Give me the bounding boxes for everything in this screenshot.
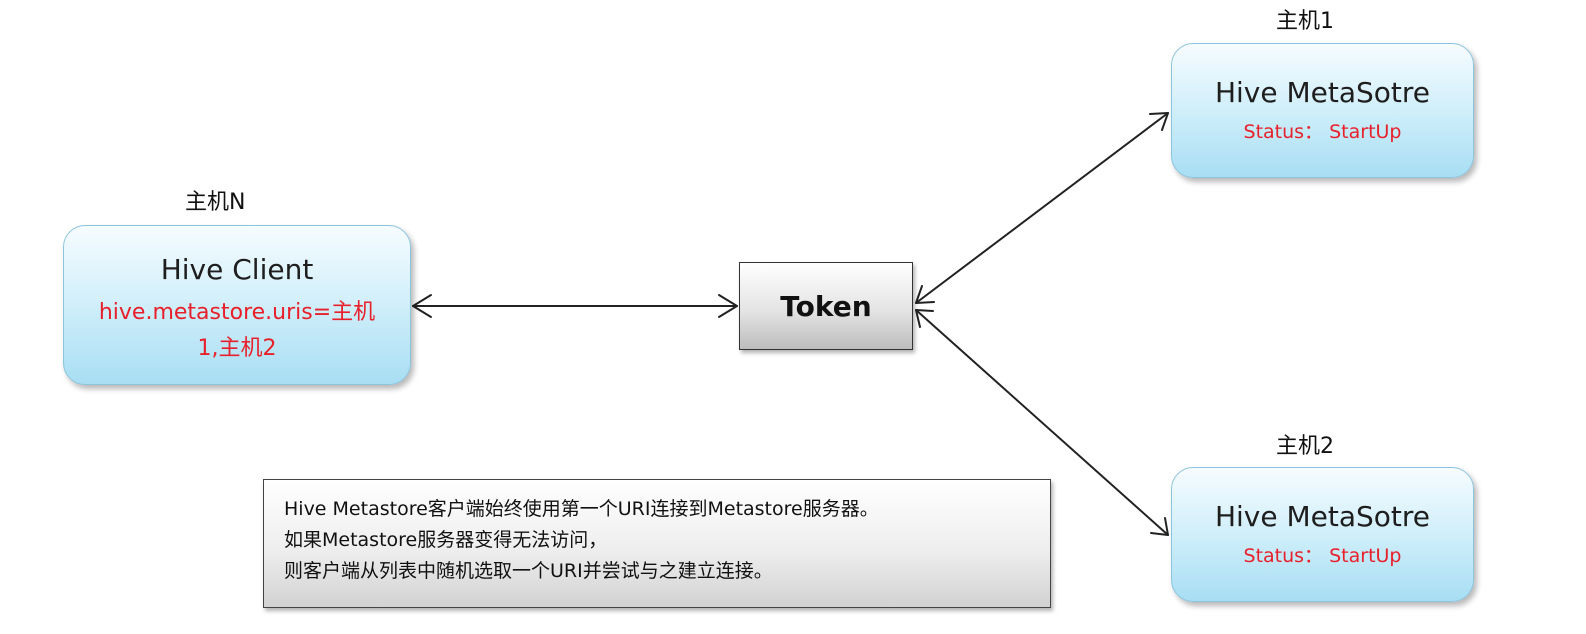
token-metastore2-connector bbox=[915, 309, 1169, 536]
hive-metastore1-node[interactable]: Hive MetaSotre Status： StartUp bbox=[1171, 43, 1474, 178]
hive-client-node[interactable]: Hive Client hive.metastore.uris=主机 1,主机2 bbox=[63, 225, 411, 385]
token-box[interactable]: Token bbox=[739, 262, 913, 350]
token-label: Token bbox=[780, 289, 872, 323]
arrowhead-metastore1 bbox=[1149, 112, 1169, 131]
metastore1-host-label: 主机1 bbox=[1276, 9, 1334, 34]
client-host-label: 主机N bbox=[185, 190, 246, 215]
client-config-line1: hive.metastore.uris=主机 bbox=[98, 300, 376, 325]
description-note: Hive Metastore客户端始终使用第一个URI连接到Metastore服… bbox=[263, 479, 1051, 608]
metastore1-title: Hive MetaSotre bbox=[1214, 76, 1431, 109]
hive-client-title: Hive Client bbox=[160, 253, 314, 286]
arrowhead-token-lower bbox=[915, 309, 934, 328]
client-config-line2: 1,主机2 bbox=[197, 336, 277, 361]
arrowhead-metastore2 bbox=[1150, 517, 1169, 536]
metastore2-title: Hive MetaSotre bbox=[1214, 500, 1431, 533]
hive-metastore2-node[interactable]: Hive MetaSotre Status： StartUp bbox=[1171, 467, 1474, 602]
note-line-1: Hive Metastore客户端始终使用第一个URI连接到Metastore服… bbox=[284, 498, 879, 520]
token-metastore1-connector bbox=[915, 112, 1169, 304]
arrowhead-token-upper bbox=[915, 285, 935, 304]
arrowhead-client bbox=[412, 294, 432, 318]
note-line-3: 则客户端从列表中随机选取一个URI并尝试与之建立连接。 bbox=[284, 560, 773, 582]
arrowhead-token-left bbox=[718, 294, 738, 318]
metastore2-host-label: 主机2 bbox=[1276, 434, 1334, 459]
metastore2-status: Status： StartUp bbox=[1243, 545, 1402, 567]
note-line-2: 如果Metastore服务器变得无法访问， bbox=[284, 529, 608, 551]
metastore1-status: Status： StartUp bbox=[1243, 121, 1402, 143]
